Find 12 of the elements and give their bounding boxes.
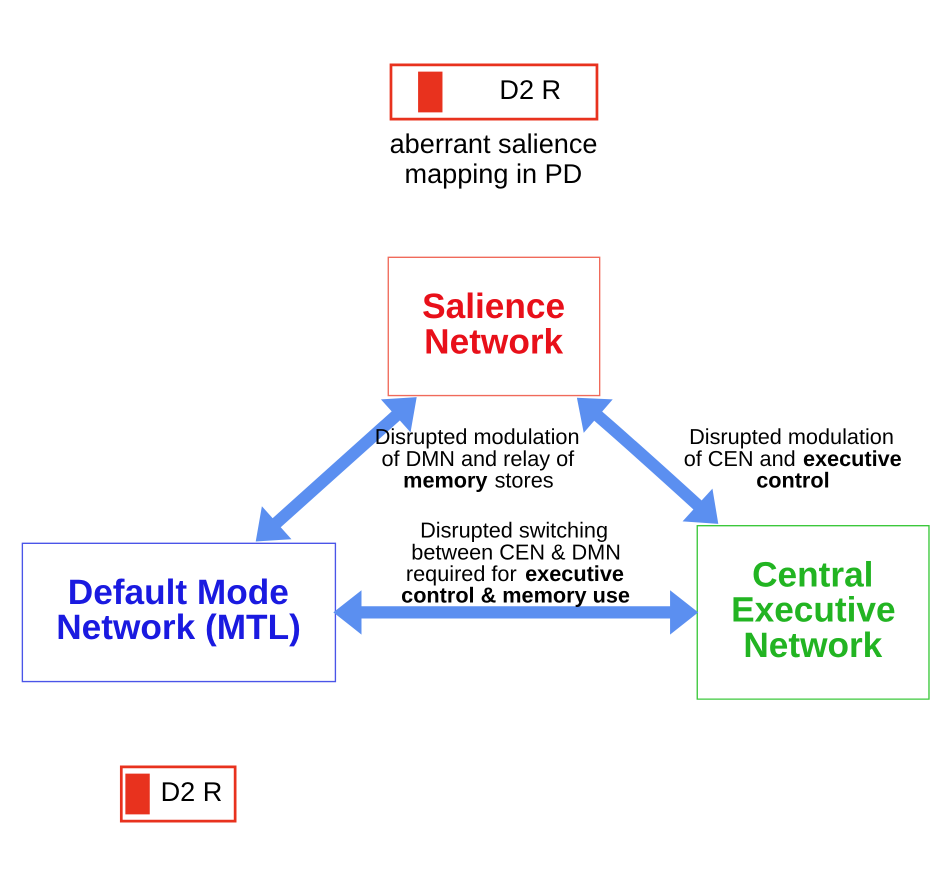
node-label: aberrant salience mapping in PD [390, 128, 598, 189]
edge-label: Disrupted switching between CEN & DMN required for executive control & memory use [401, 518, 630, 608]
edge-label: Disrupted modulation of DMN and relay of memory stores [374, 424, 580, 492]
arrow [256, 397, 417, 542]
edge-label: Disrupted modulation of CEN and executive control [684, 424, 902, 492]
node-box: Default Mode Network (MTL) [22, 542, 336, 682]
arrow [333, 590, 698, 635]
node-box: D2 R [120, 766, 236, 822]
arrow [576, 398, 718, 524]
node-box: D2 R [390, 64, 598, 120]
node-box: Central Executive Network [696, 524, 930, 700]
node-box: Salience Network [388, 256, 600, 396]
